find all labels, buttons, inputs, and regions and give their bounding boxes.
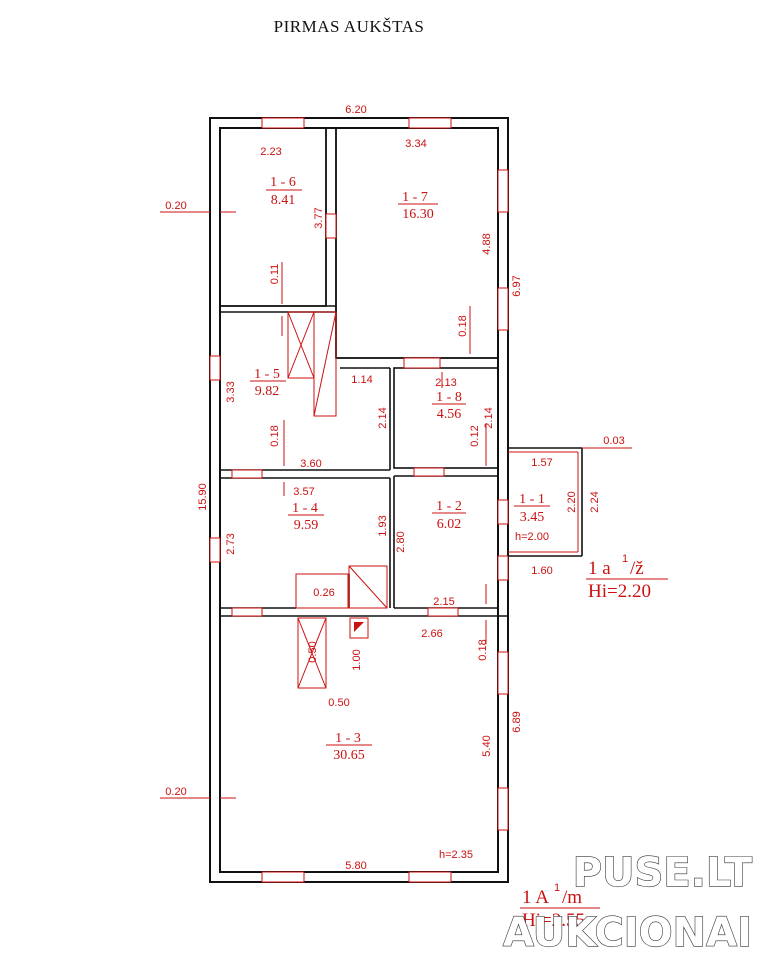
dim-ext-height-inner: 2.20 — [566, 491, 578, 512]
room-1-6-area: 8.41 — [271, 193, 296, 208]
building-label-sup: 1 — [554, 882, 560, 894]
windows — [209, 117, 509, 883]
dim-r13-chimney-w: 0.50 — [328, 697, 349, 709]
dim-r13-width-top: 2.66 — [421, 628, 442, 640]
dim-right-upper: 6.97 — [511, 275, 523, 296]
outer-wall-outer — [209, 117, 509, 883]
dim-r12-height: 2.80 — [395, 531, 407, 552]
dim-ext-height-outer: 2.24 — [589, 491, 601, 512]
dim-r18-height: 2.14 — [483, 407, 495, 428]
stove-upper — [287, 311, 337, 417]
annex-height: Hi=2.20 — [588, 581, 651, 602]
dim-r16-width: 2.23 — [260, 146, 281, 158]
room-1-8-area: 4.56 — [437, 407, 462, 422]
room-1-5-id: 1 - 5 — [254, 367, 280, 382]
dim-ext-width-top: 1.57 — [531, 457, 552, 469]
dim-r12-width: 2.15 — [433, 596, 454, 608]
stove-lower — [295, 565, 388, 689]
chimney-marker — [354, 622, 364, 632]
room-1-7-id: 1 - 7 — [402, 190, 428, 205]
dim-r15-height2: 2.14 — [377, 407, 389, 428]
building-label-suffix: /m — [562, 887, 582, 908]
building-label-main: 1 A — [522, 887, 549, 908]
dim-stove1: 0.26 — [313, 587, 334, 599]
watermark-line1: PUSE.LT — [573, 850, 753, 896]
dim-r15-stove: 1.14 — [351, 374, 372, 386]
dim-r18-width: 2.13 — [435, 377, 456, 389]
room-1-4-id: 1 - 4 — [292, 501, 318, 516]
dim-r17-width: 3.34 — [405, 138, 426, 150]
dim-r14-height2: 1.93 — [377, 515, 389, 536]
annex-label: 1 a 1 /ž Hi=2.20 — [586, 553, 668, 602]
room-1-8-id: 1 - 8 — [436, 390, 462, 405]
room-1-4-area: 9.59 — [294, 518, 319, 533]
dim-ext-offset: 0.03 — [603, 435, 624, 447]
watermark-line2: AUKCIONAI — [503, 910, 752, 956]
building-label: 1 A 1 /m Hi=2.55 — [520, 882, 600, 931]
room-1-1-area: 3.45 — [520, 510, 545, 525]
room-1-2-area: 6.02 — [437, 517, 462, 532]
dim-left-total: 15.90 — [197, 483, 209, 511]
annex-entrance — [508, 447, 583, 557]
dim-left-offset-top: 0.20 — [165, 200, 186, 212]
dim-r13-height: 5.40 — [481, 735, 493, 756]
dim-r16-height: 3.77 — [313, 207, 325, 228]
dimension-lines — [160, 211, 632, 799]
dim-r13-width: 5.80 — [345, 860, 366, 872]
dim-r13-wall: 0.18 — [477, 639, 489, 660]
room-1-1-id: 1 - 1 — [519, 492, 545, 507]
dim-stove2: 0.50 — [307, 641, 319, 662]
dim-r14-width: 3.57 — [293, 486, 314, 498]
annex-label-suffix: /ž — [630, 558, 644, 579]
plan-title: PIRMAS AUKŠTAS — [274, 17, 425, 36]
room-1-3-height: h=2.35 — [439, 849, 473, 861]
dim-r17-height: 4.88 — [481, 233, 493, 254]
room-1-1-height: h=2.00 — [515, 531, 549, 543]
annex-label-main: 1 a — [588, 558, 611, 579]
dim-r17-wall: 0.18 — [457, 315, 469, 336]
dim-r18-wall: 0.12 — [469, 425, 481, 446]
room-1-7-area: 16.30 — [402, 207, 434, 222]
room-1-3-id: 1 - 3 — [335, 731, 361, 746]
room-1-6-id: 1 - 6 — [270, 175, 296, 190]
dim-right-lower: 6.89 — [511, 711, 523, 732]
dim-r15-height: 3.33 — [225, 381, 237, 402]
dim-left-offset-bottom: 0.20 — [165, 786, 186, 798]
annex-label-sup: 1 — [622, 553, 628, 565]
dim-r15-wall: 0.18 — [269, 425, 281, 446]
dim-ext-width-bottom: 1.60 — [531, 565, 552, 577]
building-height: Hi=2.55 — [522, 910, 585, 931]
room-1-5-area: 9.82 — [255, 384, 280, 399]
dim-r15-width: 3.60 — [300, 458, 321, 470]
dim-r13-chimney-h: 1.00 — [351, 649, 363, 670]
dim-r14-height: 2.73 — [225, 533, 237, 554]
room-1-2-id: 1 - 2 — [436, 499, 462, 514]
dim-r16-wall: 0.11 — [269, 264, 281, 285]
room-1-3-area: 30.65 — [333, 748, 365, 763]
dim-top-width: 6.20 — [345, 104, 366, 116]
